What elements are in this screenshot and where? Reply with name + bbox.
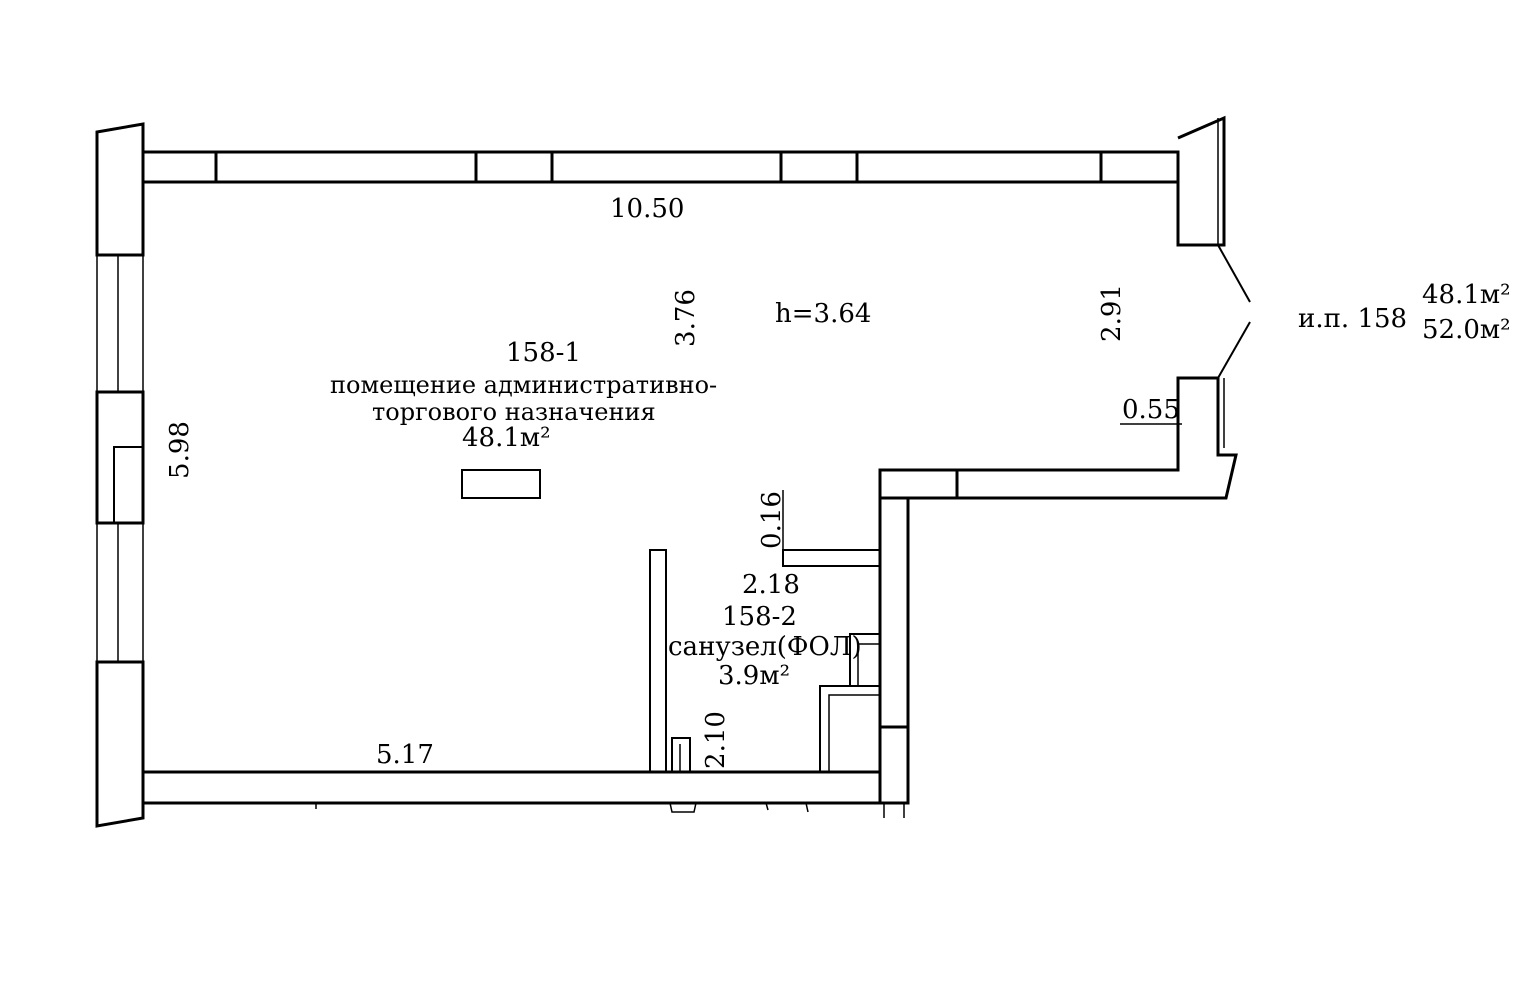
dim-inner-depth: 3.76 [671, 289, 701, 347]
room-158-2-name: санузел(ФОЛ) [668, 632, 862, 662]
room-158-1-name-line1: помещение административно- [330, 371, 717, 399]
right-wall-lower [878, 376, 1238, 500]
bathroom-partitions [649, 549, 881, 773]
dim-bottom-left: 5.17 [376, 740, 434, 770]
bottom-wall [141, 770, 882, 813]
room-158-1-name-line2: торгового назначения [372, 398, 656, 426]
dim-partition-offset: 0.16 [757, 491, 787, 549]
dim-bathroom-depth: 2.10 [701, 711, 731, 769]
premises-area-1: 48.1м² [1422, 280, 1511, 310]
left-wall [95, 122, 145, 828]
dim-right-step: 0.55 [1122, 395, 1180, 425]
room-158-2-id: 158-2 [722, 602, 797, 632]
room-158-2-area: 3.9м² [718, 661, 790, 691]
premises-area-2: 52.0м² [1422, 315, 1511, 345]
room-158-1-area: 48.1м² [462, 423, 551, 453]
bathroom-outer-wall [878, 496, 910, 818]
room-158-1-id: 158-1 [506, 338, 581, 368]
premises-label: и.п. 158 [1298, 304, 1407, 334]
top-wall [141, 150, 1180, 184]
dim-top-wall: 10.50 [610, 194, 684, 224]
ceiling-height: h=3.64 [775, 299, 871, 329]
right-wall-upper [1176, 115, 1226, 247]
dim-right-opening: 2.91 [1097, 284, 1127, 342]
interior-object [461, 469, 541, 499]
entrance-door [1217, 244, 1251, 379]
dim-bathroom-width: 2.18 [742, 570, 800, 600]
dim-left-wall: 5.98 [165, 421, 195, 479]
